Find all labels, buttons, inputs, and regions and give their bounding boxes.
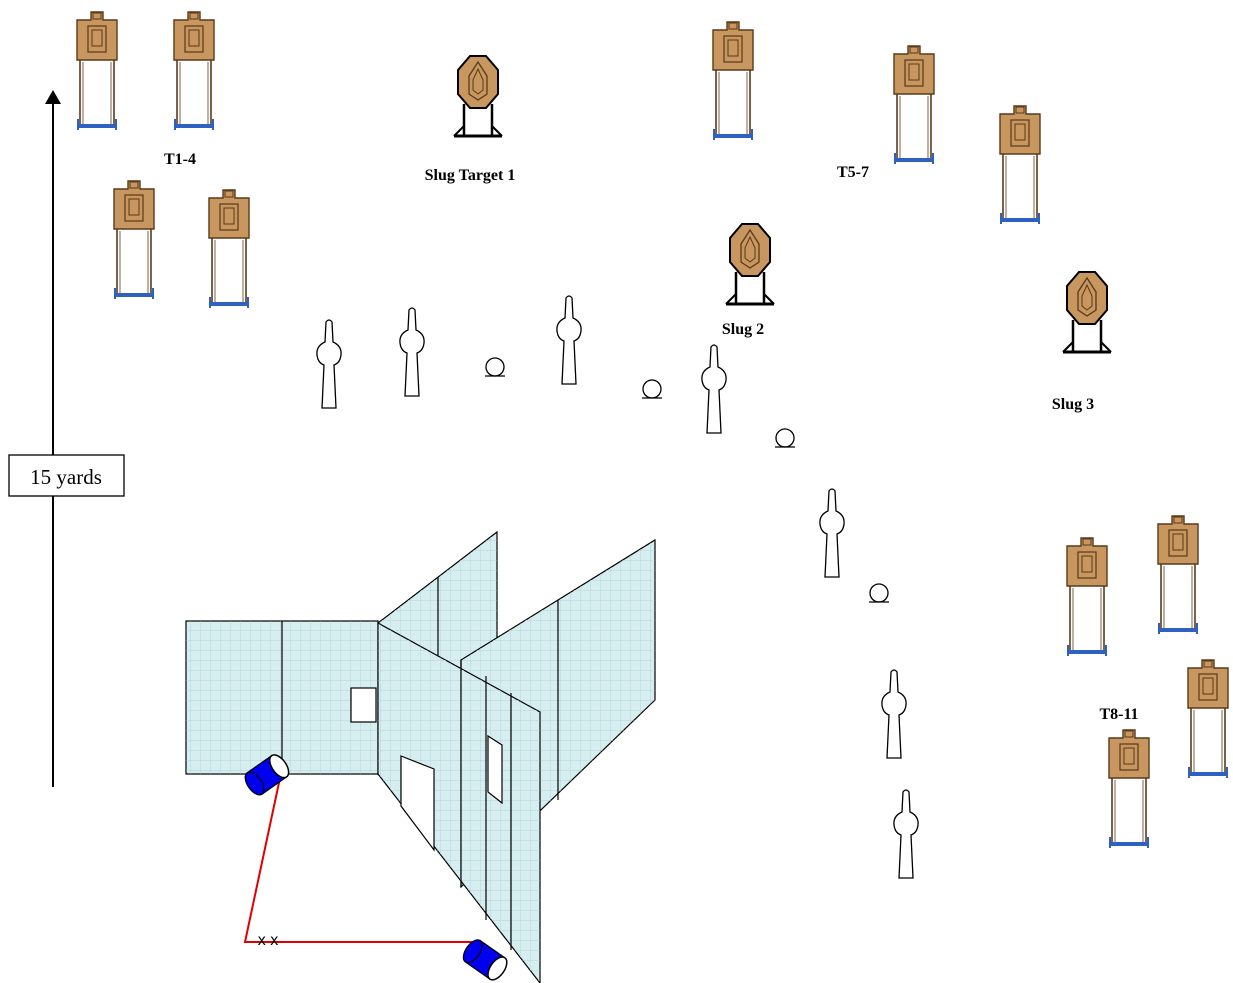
scale-label: 15 yards	[30, 465, 102, 489]
popper-4	[868, 583, 890, 603]
slug-target-1	[452, 54, 504, 138]
popper-3	[774, 428, 796, 448]
start-marks: x x	[258, 932, 278, 949]
label-t1-4: T1-4	[164, 151, 196, 168]
wall-port	[350, 687, 377, 723]
no-shoot-3	[556, 295, 582, 385]
paper-target-t4	[207, 188, 251, 310]
slug-target-2	[724, 222, 776, 306]
scale-box	[8, 454, 125, 497]
door-opening	[400, 755, 435, 852]
no-shoot-2	[399, 307, 425, 397]
paper-target-t1	[75, 10, 119, 132]
popper-1	[484, 357, 506, 377]
label-t8-11: T8-11	[1099, 706, 1138, 723]
paper-target-t9	[1156, 514, 1200, 636]
no-shoot-7	[893, 789, 919, 879]
paper-target-t11	[1107, 728, 1151, 850]
paper-target-t2	[172, 10, 216, 132]
label-t5-7: T5-7	[837, 164, 869, 181]
label-slug-3: Slug 3	[1052, 396, 1094, 413]
paper-target-t5	[711, 20, 755, 142]
popper-2	[641, 379, 663, 399]
paper-target-t7	[998, 104, 1042, 226]
wall-structure	[185, 530, 656, 983]
fault-lines	[243, 777, 475, 943]
no-shoot-4	[701, 344, 727, 434]
slug-target-3	[1061, 270, 1113, 354]
paper-target-t3	[112, 179, 156, 301]
no-shoot-5	[819, 488, 845, 578]
paper-target-t6	[892, 44, 936, 166]
paper-target-t8	[1065, 536, 1109, 658]
no-shoot-6	[881, 669, 907, 759]
no-shoot-1	[316, 319, 342, 409]
paper-target-t10	[1186, 658, 1230, 780]
barrel-1	[244, 754, 290, 796]
window-slit	[487, 734, 503, 805]
label-slug-1: Slug Target 1	[425, 167, 516, 184]
barrel-2	[462, 939, 508, 981]
label-slug-2: Slug 2	[722, 321, 764, 338]
scale-arrow: 15 yards	[8, 90, 125, 787]
